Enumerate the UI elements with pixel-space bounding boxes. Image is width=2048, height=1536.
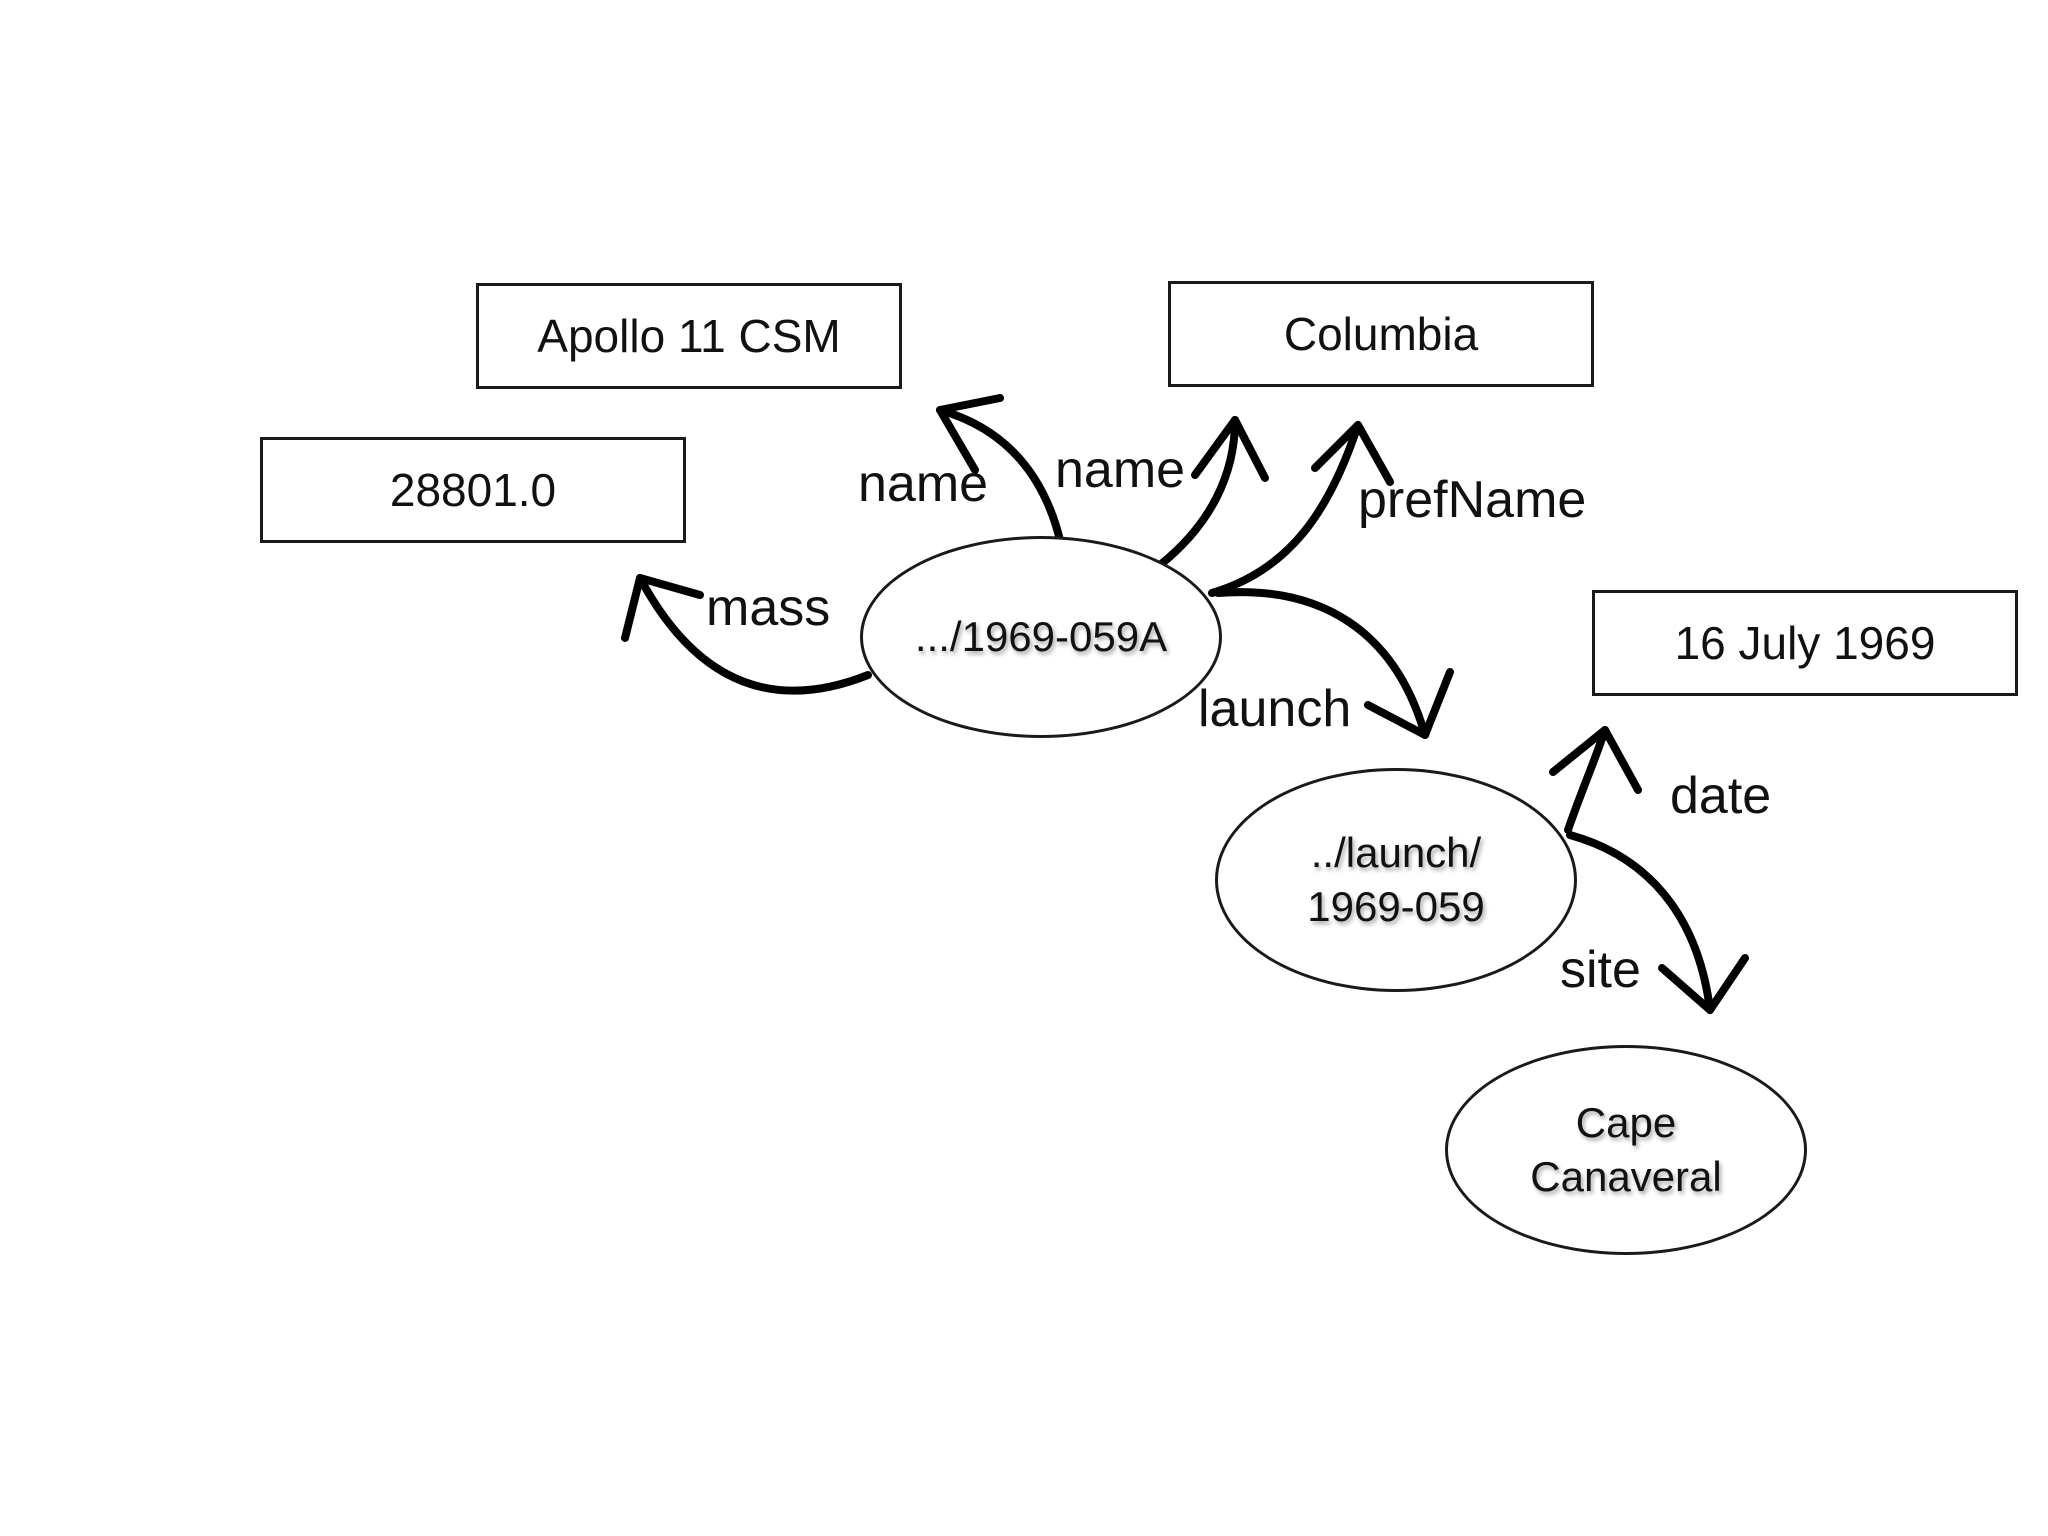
node-label-line: ../launch/ [1310,829,1482,877]
node-apollo-11-csm: Apollo 11 CSM [476,283,902,389]
node-site: Cape Canaveral [1445,1045,1807,1255]
node-mass-value: 28801.0 [260,437,686,543]
node-label: 16 July 1969 [1674,617,1936,669]
node-label-line: Canaveral [1530,1153,1722,1200]
node-launch: ../launch/ 1969-059 [1215,768,1577,992]
edge-site [1566,831,1749,1014]
edge-name-apollo [936,394,1064,544]
edge-name-columbia [1156,416,1269,569]
edge-prefname-columbia [1208,421,1394,597]
node-label: .../1969-059A [914,613,1168,661]
node-label: Columbia [1283,308,1479,360]
node-label: Apollo 11 CSM [537,310,841,362]
edge-label-name-2: name [1055,441,1186,499]
edge-date [1549,726,1642,834]
edge-label-date: date [1670,767,1772,825]
edge-launch [1214,588,1454,739]
node-columbia: Columbia [1168,281,1594,387]
edge-mass [621,574,872,695]
node-label-line: Cape [1575,1099,1677,1147]
edge-label-launch: launch [1198,680,1352,738]
edge-label-prefname: prefName [1358,471,1587,529]
node-spacecraft: .../1969-059A [860,536,1222,738]
node-label: 28801.0 [389,464,557,516]
node-label: Cape Canaveral [1530,1096,1721,1204]
node-label: ../launch/ 1969-059 [1307,826,1485,934]
edge-label-mass: mass [706,579,831,637]
node-launch-date: 16 July 1969 [1592,590,2018,696]
edge-label-name-1: name [858,455,989,513]
node-label-line: 1969-059 [1307,883,1485,930]
edge-label-site: site [1560,941,1641,999]
